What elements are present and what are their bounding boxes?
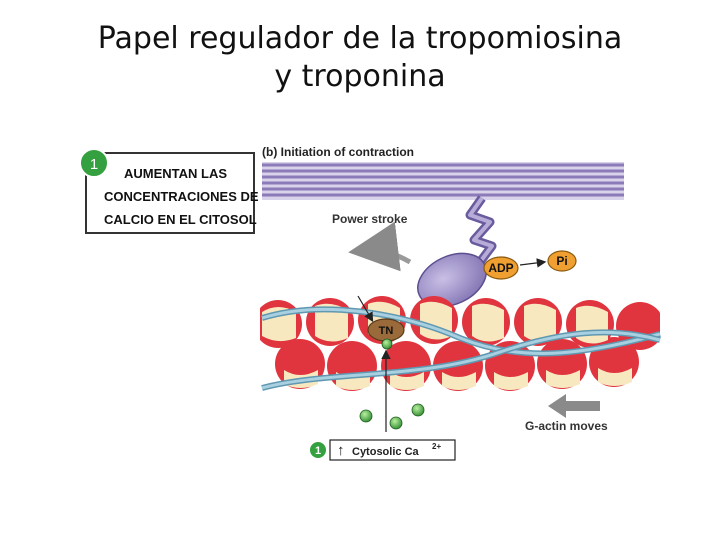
cytosolic-ca-box (329, 439, 456, 461)
power-stroke-label: Power stroke (332, 212, 408, 226)
slide-title-line1: Papel regulador de la tropomiosina (97, 21, 623, 56)
cytosolic-ca-label: Cytosolic Ca (352, 446, 420, 458)
power-stroke-arrow (348, 221, 412, 272)
pi-label: Pi (556, 254, 567, 268)
g-actin-label: G-actin moves (525, 419, 608, 433)
calcium-ion (359, 409, 373, 423)
callout-text-line3: CALCIO EN EL CITOSOL (104, 212, 257, 227)
slide-title-line2: y troponina (274, 59, 446, 94)
slide-title: Papel regulador de la tropomiosina y tro… (0, 20, 720, 96)
callout-frame (85, 152, 255, 234)
up-arrow-icon: ↑ (337, 442, 345, 459)
calcium-ion (411, 403, 425, 417)
release-arrow (519, 258, 547, 268)
callout-step-number: 1 (90, 156, 98, 173)
panel-title: (b) Initiation of contraction (262, 145, 414, 159)
troponin-label: TN (379, 325, 394, 337)
calcium-ion (389, 416, 403, 430)
callout-box: 1 AUMENTAN LAS CONCENTRACIONES DE CALCIO… (79, 148, 259, 234)
adp-molecule (483, 256, 519, 280)
step-badge (310, 442, 326, 458)
myosin-thick-filament (262, 162, 624, 200)
callout-step-badge (79, 148, 109, 178)
step-badge-number: 1 (315, 445, 321, 457)
cytosolic-ca-step: 1 ↑ Cytosolic Ca 2+ (310, 439, 456, 461)
pi-molecule (547, 250, 577, 272)
adp-label: ADP (488, 261, 513, 275)
calcium-ion-bound (381, 338, 393, 350)
cytosolic-ca-superscript: 2+ (432, 442, 441, 451)
troponin-pointer-arrow (357, 295, 374, 323)
callout-text-line1: AUMENTAN LAS (124, 166, 227, 181)
callout-text-line2: CONCENTRACIONES DE (104, 189, 259, 204)
